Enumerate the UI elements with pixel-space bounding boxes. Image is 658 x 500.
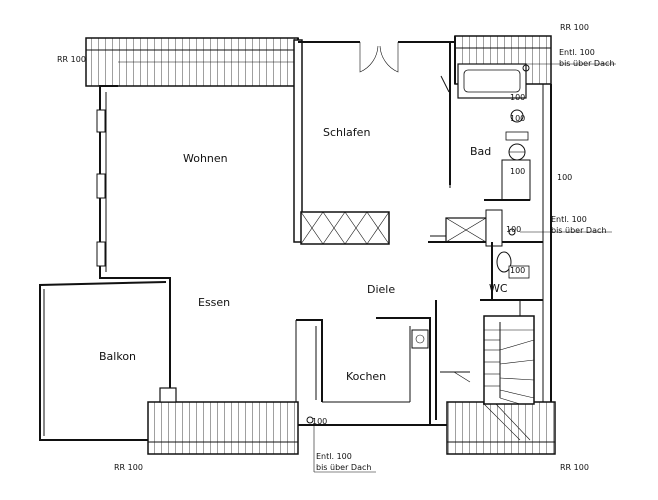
room-label-diele: Diele <box>367 283 395 296</box>
entl-label-1: Entl. 100 <box>559 48 595 57</box>
rr-label-bottom-left: RR 100 <box>114 463 143 472</box>
rr-label-top-left: RR 100 <box>57 55 86 64</box>
roof-top-left <box>85 37 299 87</box>
entl-sub-label-1: bis über Dach <box>559 59 614 68</box>
rr-label-bottom-right: RR 100 <box>560 463 589 472</box>
diele-cabinet <box>428 209 543 247</box>
room-label-wc: WC <box>489 282 508 295</box>
leader-lines <box>306 63 616 473</box>
side-dimension-label: 100 <box>557 173 572 182</box>
roof-bottom-right <box>446 401 556 455</box>
room-label-schlafen: Schlafen <box>323 126 370 139</box>
entl-label-2: Entl. 100 <box>551 215 587 224</box>
entl-sub-label-2: bis über Dach <box>551 226 606 235</box>
balkon-area <box>39 281 177 441</box>
pipe-label-wc: 100 <box>510 266 525 275</box>
room-label-bad: Bad <box>470 145 491 158</box>
pipe-label-bottom: 100 <box>312 417 327 426</box>
wc-fixtures <box>480 242 543 317</box>
roof-bottom-left <box>147 401 299 455</box>
entl-label-3: Entl. 100 <box>316 452 352 461</box>
schlafen-walls <box>293 39 455 245</box>
kochen-walls <box>295 300 471 424</box>
room-label-kochen: Kochen <box>346 370 386 383</box>
room-label-essen: Essen <box>198 296 230 309</box>
entl-sub-label-3: bis über Dach <box>316 463 371 472</box>
pipe-label-bad-2: 100 <box>510 114 525 123</box>
bad-fixtures <box>449 63 531 201</box>
room-label-balkon: Balkon <box>99 350 136 363</box>
room-label-wohnen: Wohnen <box>183 152 228 165</box>
stairs <box>483 315 535 441</box>
rr-label-top-right: RR 100 <box>560 23 589 32</box>
pipe-label-bad-1: 100 <box>510 93 525 102</box>
pipe-label-diele: 100 <box>506 225 521 234</box>
pipe-label-bad-3: 100 <box>510 167 525 176</box>
